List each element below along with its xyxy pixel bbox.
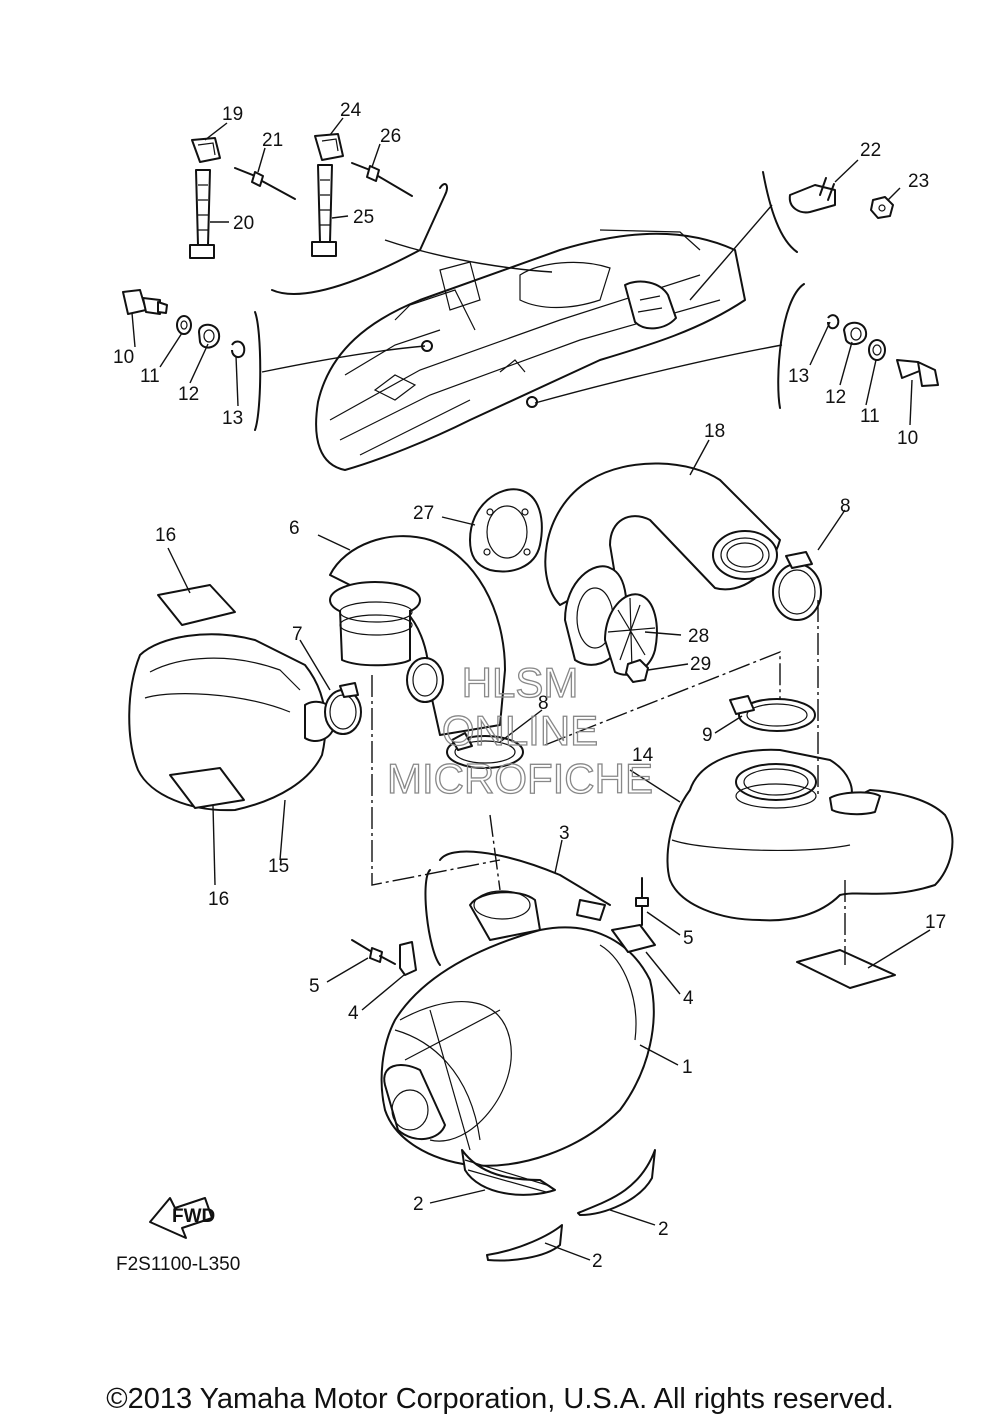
callout-3: 3 [559, 823, 570, 844]
fitting-group-left [122, 289, 246, 358]
callout-17: 17 [925, 912, 946, 933]
pad-16-lower [169, 767, 245, 809]
strap-3 [424, 850, 611, 966]
gasket-plate-28 [564, 565, 658, 676]
callout-19: 19 [222, 104, 243, 125]
callout-21: 21 [262, 130, 283, 151]
bracket-22 [788, 177, 836, 214]
callout-11-left: 11 [140, 366, 160, 387]
callout-9: 9 [702, 725, 713, 746]
callout-10-left: 10 [113, 347, 134, 368]
callout-8-right: 8 [840, 496, 851, 517]
rivet-5-right [635, 877, 649, 926]
callout-5-left: 5 [309, 976, 320, 997]
nut-29 [625, 659, 649, 683]
callout-10-right: 10 [897, 428, 918, 449]
callout-1: 1 [682, 1057, 693, 1078]
callout-28: 28 [688, 626, 709, 647]
copyright-notice: ©2013 Yamaha Motor Corporation, U.S.A. A… [106, 1383, 894, 1415]
callout-2-bottom: 2 [592, 1251, 603, 1272]
svg-text:HLSM: HLSM [462, 659, 579, 706]
clip-19 [191, 137, 221, 163]
clip-24 [314, 133, 344, 161]
callout-13-right: 13 [788, 366, 809, 387]
rivet-21 [234, 167, 296, 200]
callout-22: 22 [860, 140, 881, 161]
fwd-arrow-icon: FWD [149, 1197, 215, 1239]
heat-shield-2-a [461, 1149, 556, 1196]
bracket-4-left [399, 941, 417, 976]
callout-27: 27 [413, 503, 434, 524]
intake-duct-6 [329, 535, 506, 736]
callout-13-left: 13 [222, 408, 243, 429]
callout-8-center: 8 [538, 693, 549, 714]
callout-24: 24 [340, 100, 362, 121]
clamp-9 [729, 695, 816, 732]
callout-23: 23 [908, 171, 929, 192]
callout-16-lower: 16 [208, 889, 229, 910]
callout-2-right: 2 [658, 1219, 669, 1240]
bracket-4-right [611, 924, 656, 953]
callout-7: 7 [292, 624, 303, 645]
pad-16-upper [157, 584, 236, 626]
nut-23 [870, 196, 894, 219]
cable-tie-25 [311, 164, 337, 257]
callout-labels: 19 21 20 24 26 25 10 11 12 13 22 23 13 1… [113, 100, 946, 1272]
callout-4-right: 4 [683, 988, 694, 1009]
callout-11-right: 11 [860, 406, 880, 427]
watermark: HLSM ONLINE MICROFICHE [386, 658, 653, 802]
cable-tie-20 [189, 169, 215, 259]
svg-text:ONLINE: ONLINE [442, 707, 598, 754]
fitting-group-right [827, 314, 939, 387]
fwd-label: FWD [172, 1206, 215, 1227]
callout-29: 29 [690, 654, 711, 675]
callout-18: 18 [704, 421, 725, 442]
clamp-7 [324, 682, 362, 735]
clamp-8-center [446, 732, 524, 769]
leader-lines-upper [254, 171, 805, 431]
callout-4-left: 4 [348, 1003, 359, 1024]
air-box-14 [666, 748, 954, 922]
callout-12-right: 12 [825, 387, 846, 408]
callout-26: 26 [380, 126, 401, 147]
rivet-5-left [351, 939, 396, 965]
silencer-1 [380, 890, 655, 1167]
watercraft-hull [315, 229, 746, 471]
callout-25: 25 [353, 207, 374, 228]
callout-6: 6 [289, 518, 300, 539]
callout-leaders [131, 117, 931, 1261]
clamp-8-right [772, 551, 822, 621]
callout-2-left: 2 [413, 1194, 424, 1215]
callout-15: 15 [268, 856, 289, 877]
heat-shield-2-b [577, 1149, 656, 1216]
heat-shield-2-c [486, 1224, 563, 1262]
pad-17 [796, 949, 896, 989]
svg-text:MICROFICHE: MICROFICHE [387, 755, 653, 802]
callout-16-upper: 16 [155, 525, 176, 546]
callout-5-right: 5 [683, 928, 694, 949]
callout-20: 20 [233, 213, 254, 234]
alignment-lines [371, 600, 846, 965]
rivet-26 [351, 162, 413, 197]
callout-14: 14 [632, 745, 654, 766]
diagram-code: F2S1100-L350 [116, 1254, 240, 1275]
ring-27 [469, 488, 543, 573]
callout-12-left: 12 [178, 384, 199, 405]
